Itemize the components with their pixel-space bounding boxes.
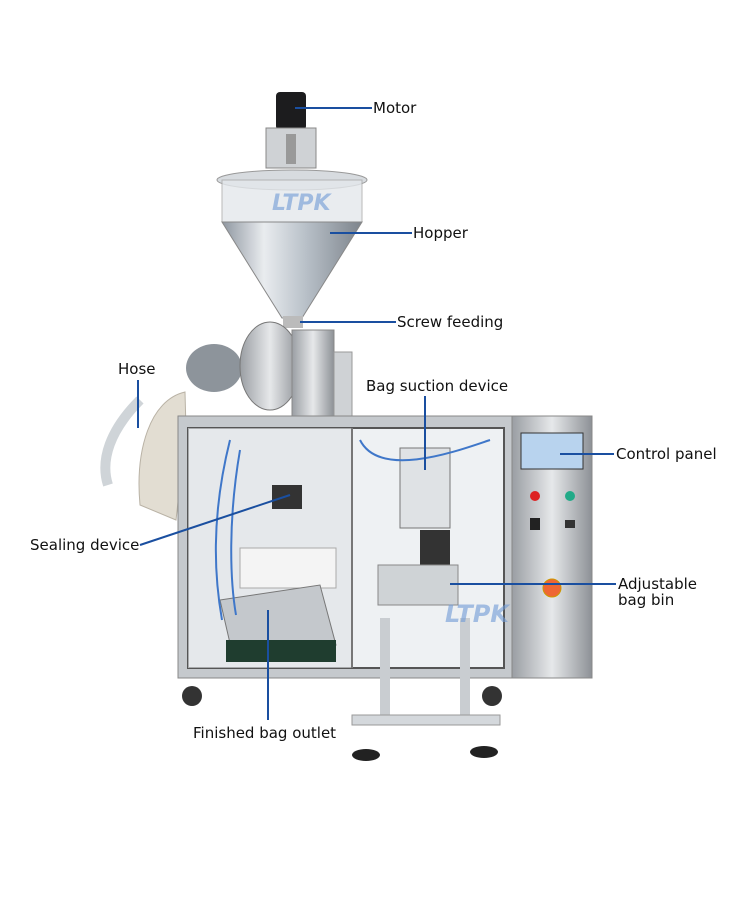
label-hose: Hose: [118, 360, 156, 378]
watermark: LTPK: [445, 600, 511, 628]
label-hopper: Hopper: [413, 224, 468, 242]
label-sealing-device: Sealing device: [30, 536, 140, 554]
label-screw-feeding: Screw feeding: [397, 313, 504, 331]
hopper: [216, 169, 368, 328]
label-adjustable-bag-bin-1: Adjustable: [618, 575, 697, 593]
green-button: [565, 491, 575, 501]
touch-screen: [520, 432, 584, 470]
emergency-stop: [542, 578, 562, 598]
motor: [265, 92, 317, 169]
control-cabinet: [511, 415, 593, 679]
label-adjustable-bag-bin-2: bag bin: [618, 591, 675, 609]
leader-lines: [137, 107, 616, 720]
vacuum-blower: [186, 321, 353, 417]
leader-line-sealing-device: [139, 494, 291, 546]
label-motor: Motor: [373, 99, 417, 117]
label-control-panel: Control panel: [616, 445, 717, 463]
cabinet: [177, 415, 514, 679]
label-bag-suction-device: Bag suction device: [366, 377, 509, 395]
dust-bag: [138, 391, 187, 521]
hose: [100, 396, 144, 487]
watermark: LTPK: [272, 191, 333, 216]
red-button: [530, 491, 540, 501]
label-finished-bag-outlet: Finished bag outlet: [193, 724, 337, 742]
bag-bin-stand: [182, 618, 502, 761]
